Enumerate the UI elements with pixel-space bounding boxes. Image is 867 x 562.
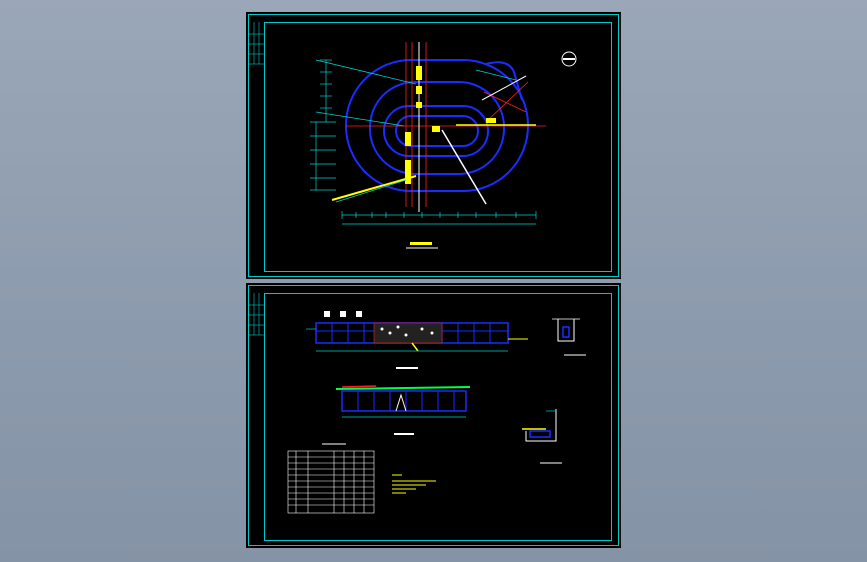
detail-trench-2 [522, 409, 562, 464]
bottom-dimension-ruler [341, 211, 537, 225]
diagonal-pipe-upper-right [481, 75, 527, 101]
north-arrow-symbol [561, 51, 577, 67]
section-title-mark [396, 367, 418, 369]
drawing-sheet-sections [246, 283, 621, 548]
upper-right-pipe-bend [485, 61, 523, 101]
middle-oval-pipe [369, 81, 505, 175]
innermost-oval-pipe [395, 115, 479, 147]
outer-frame [248, 285, 619, 546]
outer-frame [248, 14, 619, 277]
section-long-profile [306, 311, 528, 369]
inner-frame [264, 22, 612, 272]
plan-drawing [248, 14, 619, 277]
diagonal-pipe-lower-right [441, 129, 487, 205]
material-schedule-table [287, 450, 375, 514]
valve-markers [405, 66, 496, 184]
drawing-sheet-plan [246, 12, 621, 279]
section-cross-profile [335, 385, 471, 435]
plan-title-mark [406, 242, 438, 249]
detail-trench-1 [552, 318, 586, 356]
title-strip [249, 22, 264, 65]
diagonal-pipe-lower-left [331, 175, 417, 201]
notes-block [392, 474, 436, 494]
title-strip [249, 293, 264, 336]
inner-oval-pipe [383, 105, 489, 157]
left-dimension-ladder [310, 59, 336, 191]
inner-frame [264, 293, 612, 541]
section2-title-mark [394, 433, 414, 435]
sections-drawing [248, 285, 619, 546]
leader-lines [315, 59, 517, 203]
